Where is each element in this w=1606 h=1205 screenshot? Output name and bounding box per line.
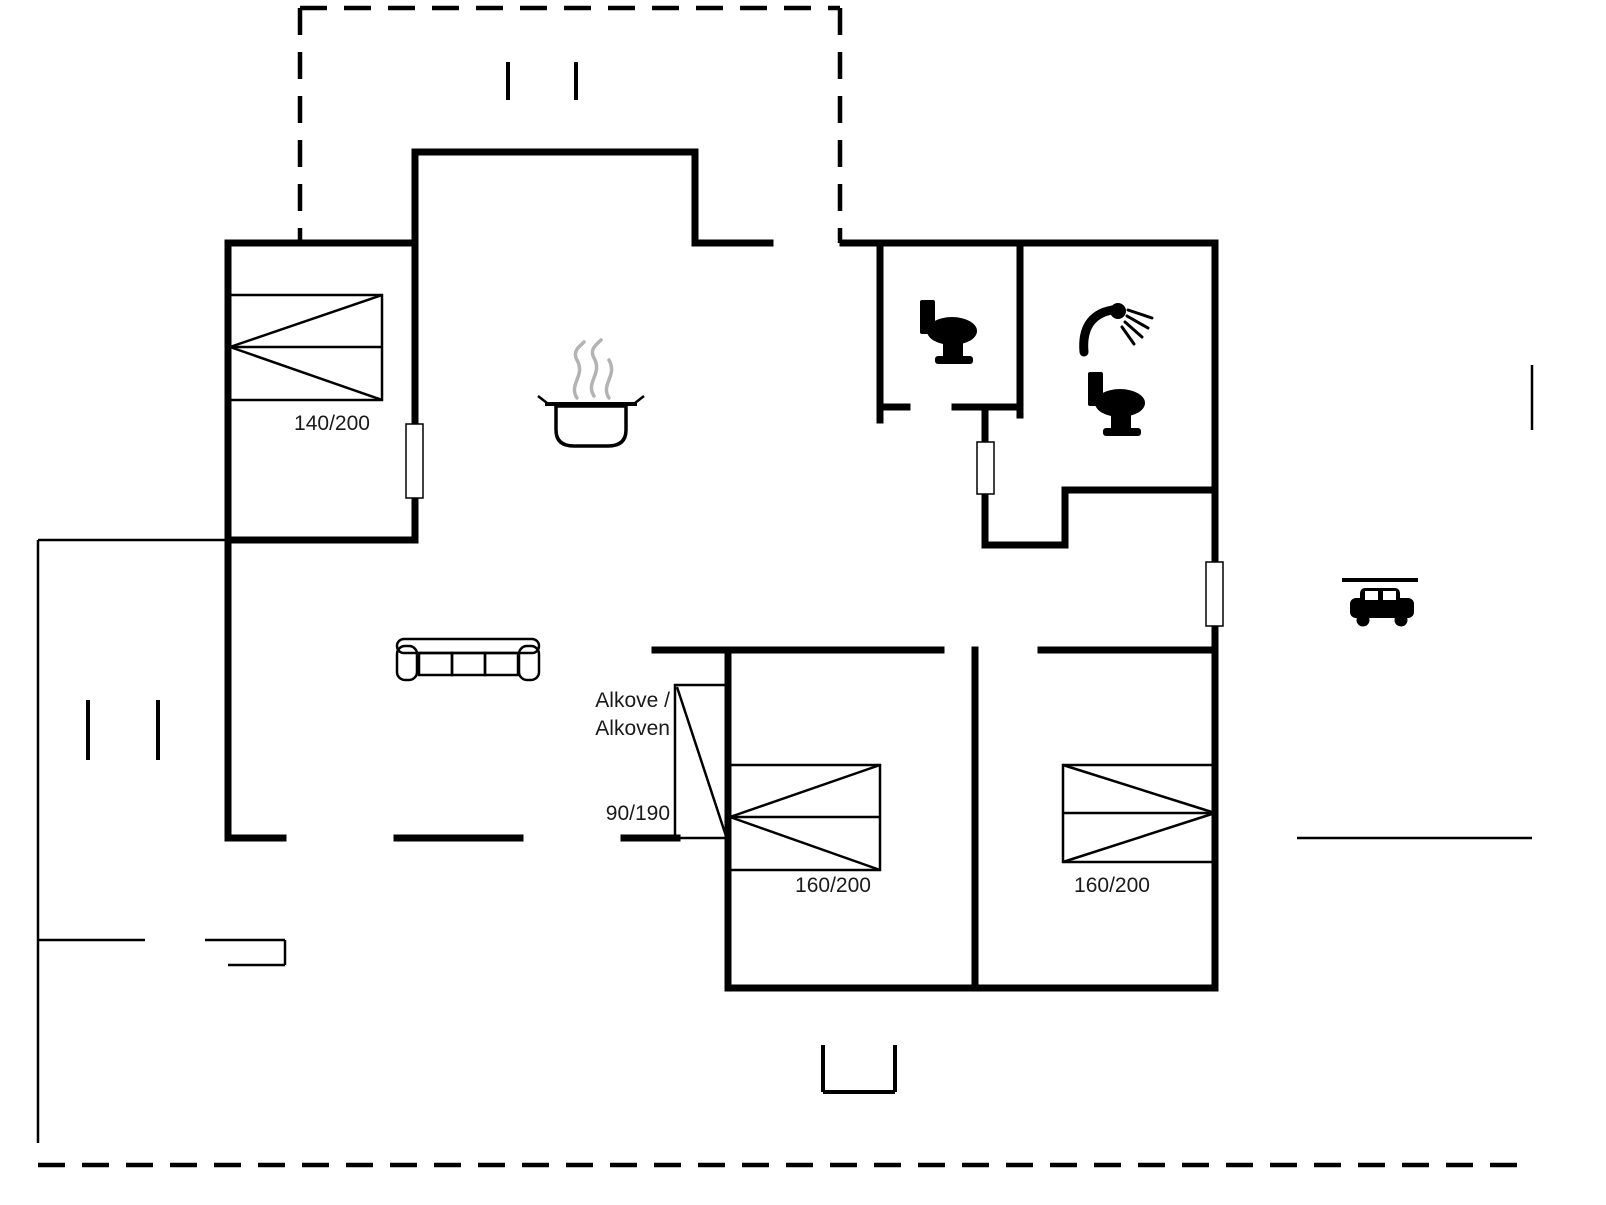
bed-size-label: 140/200 [294, 412, 370, 435]
door-opening-back-door [1205, 561, 1224, 627]
shower-spray [1123, 320, 1144, 339]
alkove-size-label: 90/190 [606, 802, 670, 825]
window-symbol-top [506, 62, 578, 100]
pot-handle [537, 395, 548, 404]
alkove-diagonal [675, 686, 728, 837]
car-body [1350, 598, 1414, 618]
steam-line [572, 340, 586, 400]
bed-cross-line [729, 763, 881, 819]
car-wheel [1356, 613, 1370, 627]
shower-icon [1079, 303, 1154, 357]
pot-handle [634, 395, 645, 404]
bed-cross-line [1062, 811, 1216, 864]
toilet-pedestal [943, 340, 963, 358]
car-window [1383, 591, 1396, 600]
bed-160x200-right [1061, 763, 1217, 864]
pot-body [554, 404, 628, 448]
toilet-bowl [1095, 389, 1145, 417]
terrace-dashed-outline [297, 5, 843, 243]
sofa-icon [395, 637, 541, 682]
bed-160x200-left [728, 763, 882, 872]
annex-outline [36, 538, 287, 1143]
toilet-base [935, 356, 973, 364]
steam-line [604, 358, 614, 400]
shower-spray [1125, 314, 1150, 330]
toilet-icon-bathroom [1088, 372, 1145, 436]
bed-cross-line [729, 815, 881, 872]
alkove-bed-90x190 [673, 683, 730, 840]
sofa-cushion [450, 651, 487, 677]
toilet-icon [920, 300, 977, 364]
shower-spray [1120, 325, 1136, 346]
bed-cross-line [229, 345, 383, 402]
shower-head [1110, 303, 1126, 319]
alkove-label-line1: Alkove / [595, 689, 670, 712]
bed-140x200 [228, 293, 384, 402]
car-icon [1342, 578, 1418, 627]
sofa-cushion [417, 651, 454, 677]
patio-step [821, 1045, 897, 1094]
toilet-base [1103, 428, 1141, 436]
door-opening-bathroom [976, 441, 995, 495]
sofa-arm [395, 644, 419, 682]
toilet-pedestal [1111, 412, 1131, 430]
alkove-outline [673, 683, 730, 840]
bed-cross-line [1062, 763, 1216, 815]
alkove-label-line2: Alkoven [595, 717, 670, 740]
carport-outline [1297, 365, 1534, 840]
shower-spray [1126, 308, 1154, 320]
sofa-back [395, 637, 541, 655]
shower-arm [1079, 305, 1117, 357]
toilet-bowl [927, 317, 977, 345]
interior-walls [224, 239, 1219, 992]
car-window [1365, 591, 1378, 600]
cooking-pot-icon [537, 338, 645, 448]
window-symbol-left [86, 700, 160, 760]
bed-size-label: 160/200 [1074, 874, 1150, 897]
bed-size-label: 160/200 [795, 874, 871, 897]
car-wheel [1394, 613, 1408, 627]
bed-cross-line [229, 293, 383, 349]
door-opening-bedroom-top-left [405, 423, 424, 499]
steam-line [589, 338, 603, 398]
sofa-cushion [483, 651, 520, 677]
